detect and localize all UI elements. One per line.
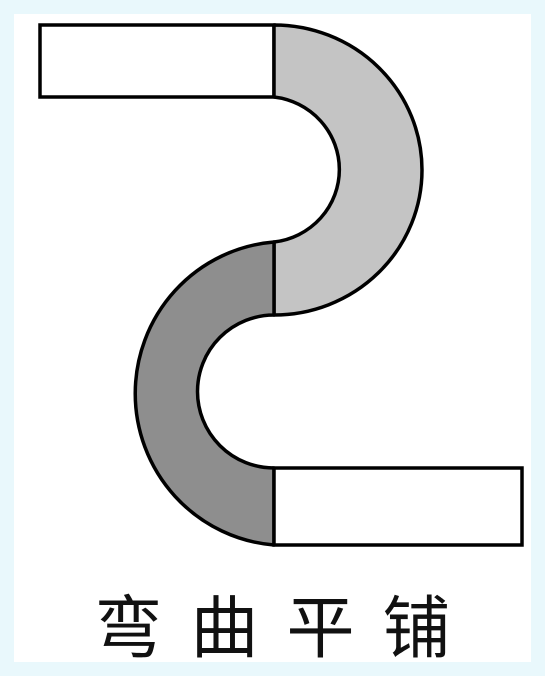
figure-panel (14, 14, 531, 662)
upper-bend-tile (272, 23, 424, 317)
lower-bend-tile (133, 240, 276, 547)
upper-straight-tile (38, 23, 276, 99)
lower-straight-tile (272, 466, 524, 547)
figure-caption: 弯曲平铺 (94, 589, 479, 669)
